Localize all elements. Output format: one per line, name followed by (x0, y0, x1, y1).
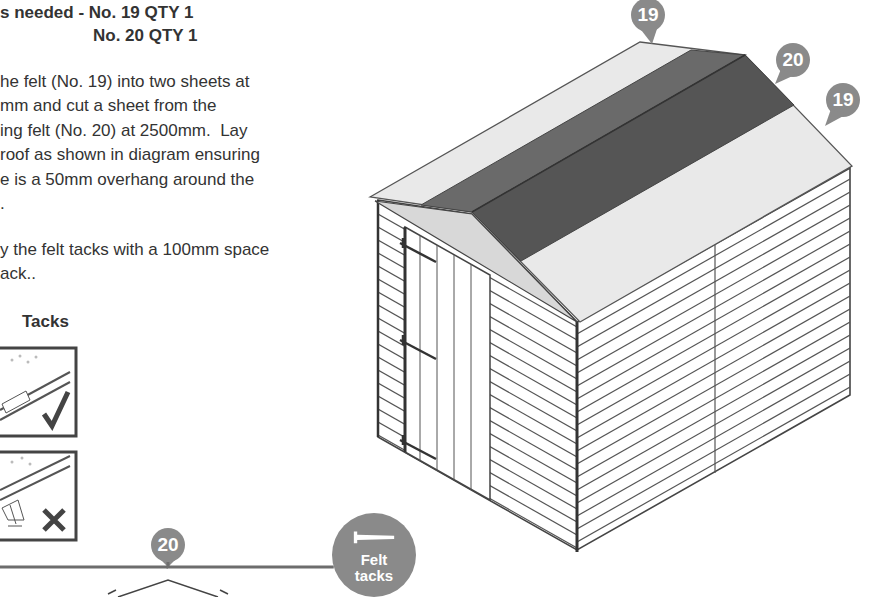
node-text: 20 (157, 535, 178, 555)
board-line (577, 296, 850, 451)
board-line (577, 400, 850, 555)
board-line (577, 361, 850, 516)
felt-tacks-badge: Felt tacks (332, 513, 416, 597)
ridge-detail (108, 580, 228, 597)
board-line (577, 374, 850, 529)
board-line (577, 387, 850, 542)
board-line (577, 335, 850, 490)
shed-door (400, 227, 490, 500)
gable-end (375, 201, 577, 322)
callout-number: 19 (630, 0, 666, 33)
board-line (577, 348, 850, 503)
ridge-felt (472, 55, 794, 261)
board-line (577, 283, 850, 438)
instruction-text: roof as shown in diagram ensuring (0, 144, 260, 166)
corner-post (377, 200, 380, 437)
board-line (577, 322, 850, 477)
incorrect-example (0, 452, 76, 540)
instruction-text: . (0, 193, 5, 215)
instruction-text: e is a 50mm overhang around the (0, 169, 254, 191)
section-rule (0, 566, 168, 569)
heading-text: s needed - No. 19 QTY 1 (0, 2, 193, 24)
node-text: Felt tacks (351, 552, 397, 584)
leader-connector (168, 562, 334, 567)
callout-number: 19 (825, 82, 861, 118)
heading-text: Tacks (22, 311, 69, 333)
panel-joint (714, 244, 715, 473)
instruction-text: he felt (No. 19) into two sheets at (0, 71, 249, 93)
corner-post (576, 322, 579, 552)
instruction-text: y the felt tacks with a 100mm space (0, 239, 269, 261)
board-line (577, 309, 850, 464)
heading-text: No. 20 QTY 1 (93, 25, 198, 47)
instruction-text: ing felt (No. 20) at 2500mm. Lay (0, 120, 248, 142)
callout-node: 20 (151, 528, 185, 562)
callout-number: 20 (775, 42, 811, 78)
instruction-text: ack.. (0, 263, 36, 285)
correct-example (0, 348, 76, 436)
callout-pin (631, 0, 860, 126)
nail-icon (354, 531, 394, 543)
instruction-text: mm and cut a sheet from the (0, 95, 216, 117)
ridge-line (472, 55, 745, 212)
